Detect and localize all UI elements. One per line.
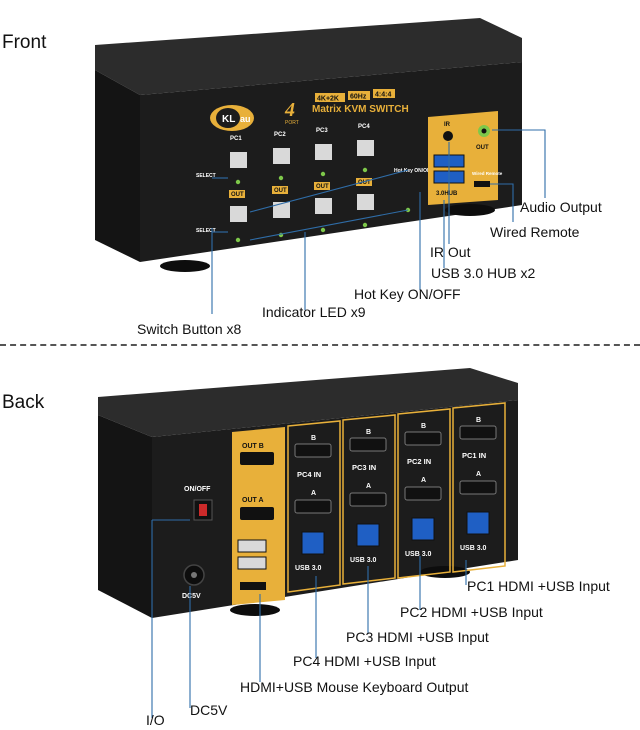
usb-out-1: [237, 539, 267, 553]
ir-port: [443, 131, 453, 141]
hotkey-device-label: Hot Key ON/OFF: [394, 168, 433, 174]
pc3-port-b-label: B: [366, 429, 371, 436]
out-label-1: OUT: [231, 192, 244, 198]
out-label-4: OUT: [358, 180, 371, 186]
pc2-input-panel: B PC2 IN A USB 3.0: [397, 408, 451, 579]
select-button-bottom-4: [357, 194, 374, 210]
indicator-led: [362, 222, 368, 228]
usb-out-2: [237, 556, 267, 570]
pc1-port-a-label: A: [476, 471, 481, 478]
out-label-3: OUT: [316, 184, 329, 190]
on-off-device-label: ON/OFF: [184, 486, 211, 493]
select-label-bottom: SELECT: [196, 228, 216, 234]
callout-usb-hub: USB 3.0 HUB x2: [431, 265, 536, 281]
hdmi-out-a: [240, 507, 274, 520]
select-button-bottom-3: [315, 198, 332, 214]
model-title: 4 PORT 4K+2K 60Hz 4:4:4 Matrix KVM SWITC…: [284, 89, 409, 126]
indicator-led: [235, 237, 241, 243]
pc-label-1: PC1: [230, 136, 242, 142]
back-device: ON/OFF DC5V OUT B OUT A B PC4 IN A USB 3…: [98, 368, 518, 618]
pc4-input-panel: B PC4 IN A USB 3.0: [287, 420, 341, 593]
callout-output: HDMI+USB Mouse Keyboard Output: [240, 679, 469, 695]
out-b-device-label: OUT B: [242, 443, 264, 450]
indicator-led: [278, 175, 284, 181]
callout-dc5v: DC5V: [190, 702, 228, 718]
port-word: PORT: [285, 120, 299, 126]
select-button-bottom-1: [230, 206, 247, 222]
spec-badge-chroma: 4:4:4: [375, 92, 391, 99]
pc-label-3: PC3: [316, 128, 328, 134]
wired-remote-port: [474, 181, 490, 187]
brand-suffix: au: [240, 114, 251, 124]
callout-pc1-input: PC1 HDMI +USB Input: [467, 578, 610, 594]
brand-name: KL: [222, 114, 235, 125]
usb-out-3: [240, 582, 266, 590]
callout-hot-key: Hot Key ON/OFF: [354, 286, 461, 302]
model-name: Matrix KVM SWITCH: [312, 104, 409, 115]
pc2-port-b-label: B: [421, 423, 426, 430]
pc2-port-a-label: A: [421, 477, 426, 484]
indicator-led: [362, 167, 368, 173]
callout-pc3-input: PC3 HDMI +USB Input: [346, 629, 489, 645]
pc3-port-a-label: A: [366, 483, 371, 490]
indicator-led: [320, 171, 326, 177]
select-button-top-4: [357, 140, 374, 156]
select-label-top: SELECT: [196, 173, 216, 179]
pc4-in-label: PC4 IN: [297, 470, 321, 479]
brand-logo: KL au: [210, 105, 254, 131]
front-title: Front: [2, 32, 47, 53]
pc3-input-panel: B PC3 IN A USB 3.0: [342, 414, 396, 585]
port-count: 4: [284, 99, 295, 121]
callout-io: I/O: [146, 712, 165, 728]
spec-badge-resolution: 4K+2K: [317, 96, 339, 103]
hdmi-out-b: [240, 452, 274, 465]
pc1-input-panel: B PC1 IN A USB 3.0: [452, 402, 506, 573]
callout-audio-output: Audio Output: [520, 199, 602, 215]
select-button-top-2: [273, 148, 290, 164]
front-device: KL au 4 PORT 4K+2K 60Hz 4:4:4 Matrix KVM…: [95, 18, 522, 272]
wired-remote-device-label: Wired Remote: [472, 171, 503, 176]
pc4-usb-label: USB 3.0: [295, 565, 322, 572]
pc1-in-label: PC1 IN: [462, 451, 486, 460]
pc4-port-b-label: B: [311, 435, 316, 442]
pc2-in-label: PC2 IN: [407, 457, 431, 466]
callout-pc2-input: PC2 HDMI +USB Input: [400, 604, 543, 620]
callout-switch-button: Switch Button x8: [137, 321, 242, 337]
pc3-usb-label: USB 3.0: [350, 557, 377, 564]
pc4-port-a-label: A: [311, 490, 316, 497]
pc1-usb-label: USB 3.0: [460, 545, 487, 552]
pc-label-2: PC2: [274, 132, 286, 138]
audio-out-device-label: OUT: [476, 145, 489, 151]
indicator-led: [320, 227, 326, 233]
out-a-device-label: OUT A: [242, 497, 264, 504]
select-button-bottom-2: [273, 202, 290, 218]
out-label-2: OUT: [274, 188, 287, 194]
back-title: Back: [2, 392, 45, 413]
pc1-port-b-label: B: [476, 417, 481, 424]
ir-device-label: IR: [444, 122, 451, 128]
section-divider: [0, 344, 640, 346]
usb-hub-device-label: 3.0HUB: [436, 191, 458, 197]
pc2-usb-label: USB 3.0: [405, 551, 432, 558]
back-callout-lines: [151, 519, 467, 718]
pc3-in-label: PC3 IN: [352, 463, 376, 472]
select-button-top-1: [230, 152, 247, 168]
front-callout-lines: [211, 129, 546, 314]
dc5v-device-label: DC5V: [182, 593, 201, 600]
pc-label-4: PC4: [358, 124, 370, 130]
callout-wired-remote: Wired Remote: [490, 224, 580, 240]
callout-indicator-led: Indicator LED x9: [262, 304, 366, 320]
spec-badge-refresh: 60Hz: [350, 94, 367, 101]
select-button-top-3: [315, 144, 332, 160]
indicator-led: [235, 179, 241, 185]
callout-ir-out: IR Out: [430, 244, 471, 260]
callout-pc4-input: PC4 HDMI +USB Input: [293, 653, 436, 669]
